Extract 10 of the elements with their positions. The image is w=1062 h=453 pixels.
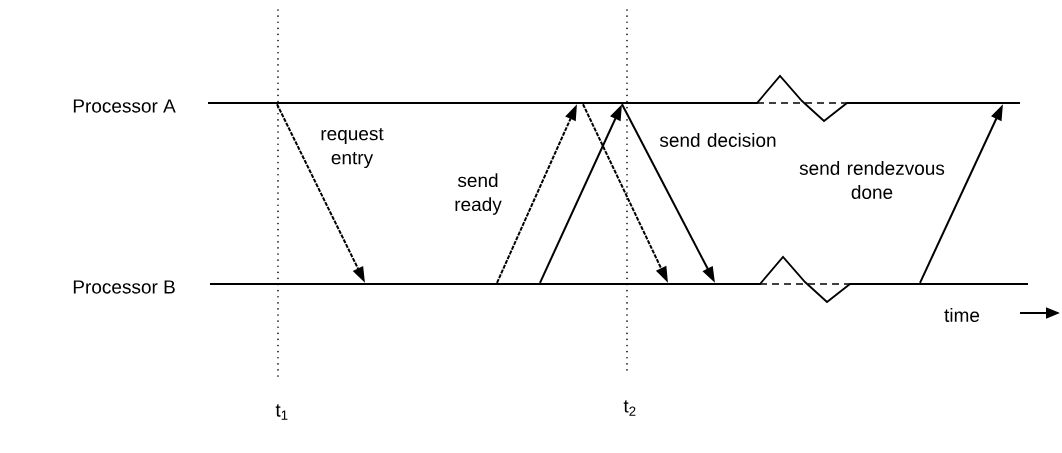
edge-label: send ready xyxy=(455,173,502,215)
edge-label: send rendezvous done xyxy=(799,161,945,199)
edge-label: send decision xyxy=(659,133,776,147)
time-label: t$_{2}$ xyxy=(623,400,636,416)
time-label: t$_{1}$ xyxy=(275,404,288,420)
timeline xyxy=(207,74,1021,123)
processor-label: Processor A xyxy=(73,99,176,113)
timeline xyxy=(209,255,1029,304)
processor-label: Processor B xyxy=(73,280,175,294)
edge-label: request entry xyxy=(321,127,384,169)
